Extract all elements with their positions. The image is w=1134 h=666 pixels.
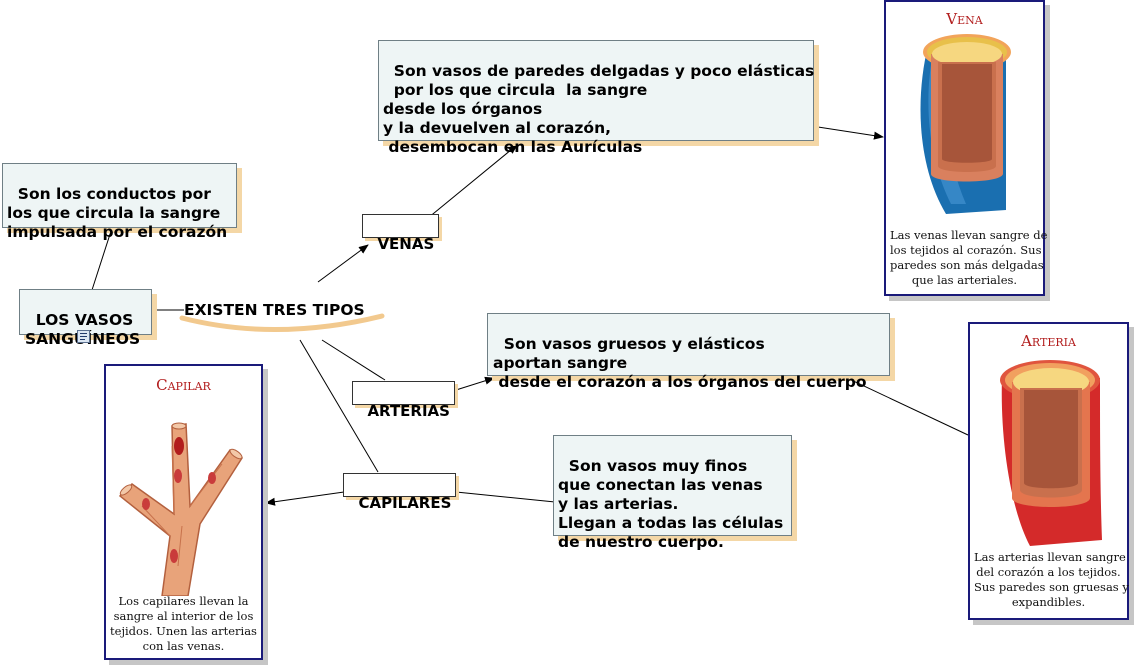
capilar-card[interactable]: Capilar Los capilares llevan la sangre a… — [104, 364, 263, 660]
notes-icon[interactable] — [77, 330, 90, 343]
vena-card[interactable]: Vena Las venas llevan sangre de los teji… — [884, 0, 1048, 296]
capilar-caption: Los capilares llevan la sangre al interi… — [110, 594, 257, 653]
line-venas-card — [817, 126, 884, 140]
vena-caption: Las venas llevan sangre de los tejidos a… — [890, 228, 1048, 287]
center-label: EXISTEN TRES TIPOS — [184, 301, 365, 319]
line-arterias-text — [455, 376, 495, 391]
venas-label-text: VENAS — [377, 235, 435, 253]
arteria-card[interactable]: Arteria Las arterias llevan sangre del c… — [968, 322, 1129, 620]
arteria-title: Arteria — [1021, 332, 1076, 350]
venas-text-node[interactable]: Son vasos de paredes delgadas y poco elá… — [378, 40, 814, 156]
capilares-label-text: CAPILARES — [358, 494, 452, 512]
center-ellipse — [179, 313, 385, 333]
capilar-title: Capilar — [156, 376, 211, 394]
line-definition-root — [91, 227, 113, 291]
capilares-text-node[interactable]: Son vasos muy finos que conectan las ven… — [553, 435, 792, 551]
venas-text: Son vasos de paredes delgadas y poco elá… — [383, 62, 815, 156]
venas-label[interactable]: VENAS — [362, 214, 440, 253]
capilares-text: Son vasos muy finos que conectan las ven… — [558, 457, 784, 551]
line-center-capilares — [299, 339, 379, 473]
arterias-text: Son vasos gruesos y elásticos aportan sa… — [493, 335, 867, 391]
center-node[interactable]: EXISTEN TRES TIPOS — [176, 294, 388, 334]
arteria-caption: Las arterias llevan sangre del corazón a… — [974, 550, 1129, 609]
capilares-label[interactable]: CAPILARES — [343, 473, 457, 512]
line-capilares-text — [455, 491, 556, 503]
vein-illustration — [920, 34, 1011, 214]
line-arterias-card — [846, 377, 969, 436]
artery-illustration — [1000, 360, 1102, 546]
arterias-text-node[interactable]: Son vasos gruesos y elásticos aportan sa… — [487, 313, 890, 391]
line-center-arterias — [321, 339, 386, 381]
capillary-illustration — [118, 422, 244, 596]
vena-title: Vena — [946, 10, 983, 28]
arterias-label[interactable]: ARTERIAS — [352, 381, 455, 420]
arterias-label-text: ARTERIAS — [367, 402, 450, 420]
line-center-venas — [317, 244, 369, 283]
definition-node[interactable]: Son los conductos por los que circula la… — [2, 163, 237, 241]
line-venas-text — [427, 144, 518, 219]
line-capilares-card — [265, 491, 345, 506]
root-node[interactable]: LOS VASOS SANGUÍNEOS — [19, 289, 152, 348]
definition-text: Son los conductos por los que circula la… — [7, 185, 228, 241]
